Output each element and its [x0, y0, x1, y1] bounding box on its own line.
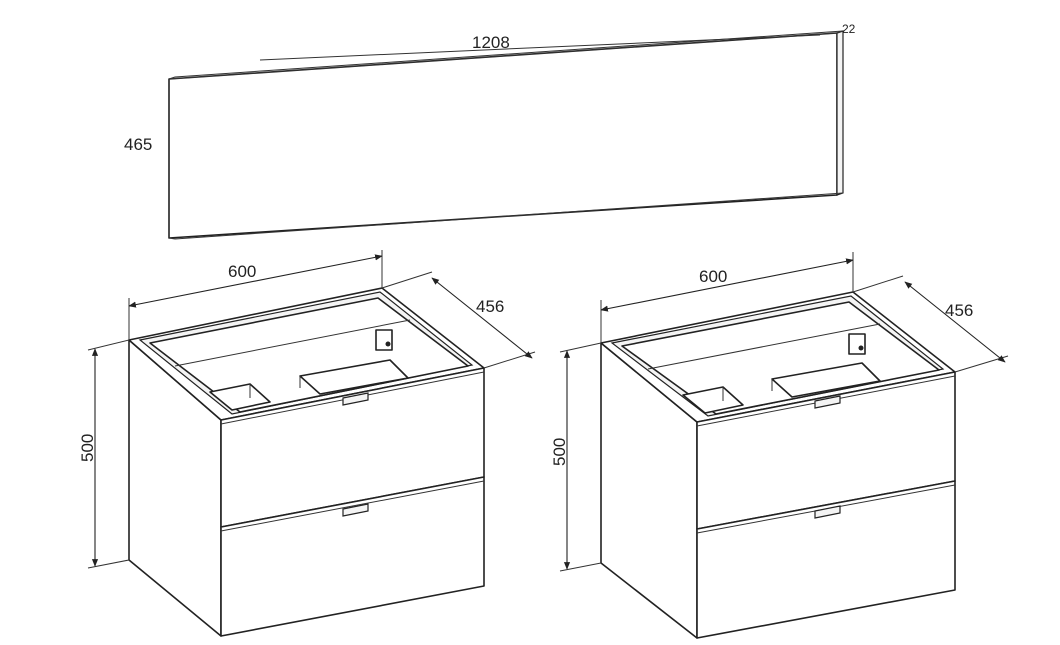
cabinet-right-height-label: 500: [550, 438, 569, 466]
cabinet-left-height-label: 500: [78, 434, 97, 462]
cabinet-right-height-dimension: 500: [550, 342, 602, 572]
cabinet-right-depth-label: 456: [945, 301, 973, 320]
mirror-depth-label: 22: [842, 22, 856, 36]
cabinet-left: [128, 287, 485, 637]
cabinet-right-width-dimension: 600: [600, 252, 854, 343]
cabinet-right-depth-dimension: 456: [852, 275, 1009, 373]
mirror-height-label: 465: [124, 135, 152, 154]
mirror-width-dimension: 1208: [259, 33, 821, 61]
cabinet-left-width-dimension: 600: [128, 250, 383, 340]
cabinet-left-depth-label: 456: [476, 297, 504, 316]
cabinet-left-width-label: 600: [228, 262, 256, 281]
mirror-width-label: 1208: [472, 33, 510, 52]
cabinet-left-height-dimension: 500: [78, 339, 130, 569]
mirror-panel: [168, 30, 844, 240]
cabinet-right-width-label: 600: [699, 267, 727, 286]
cabinet-left-depth-dimension: 456: [381, 271, 536, 369]
cabinet-right: [600, 291, 956, 639]
